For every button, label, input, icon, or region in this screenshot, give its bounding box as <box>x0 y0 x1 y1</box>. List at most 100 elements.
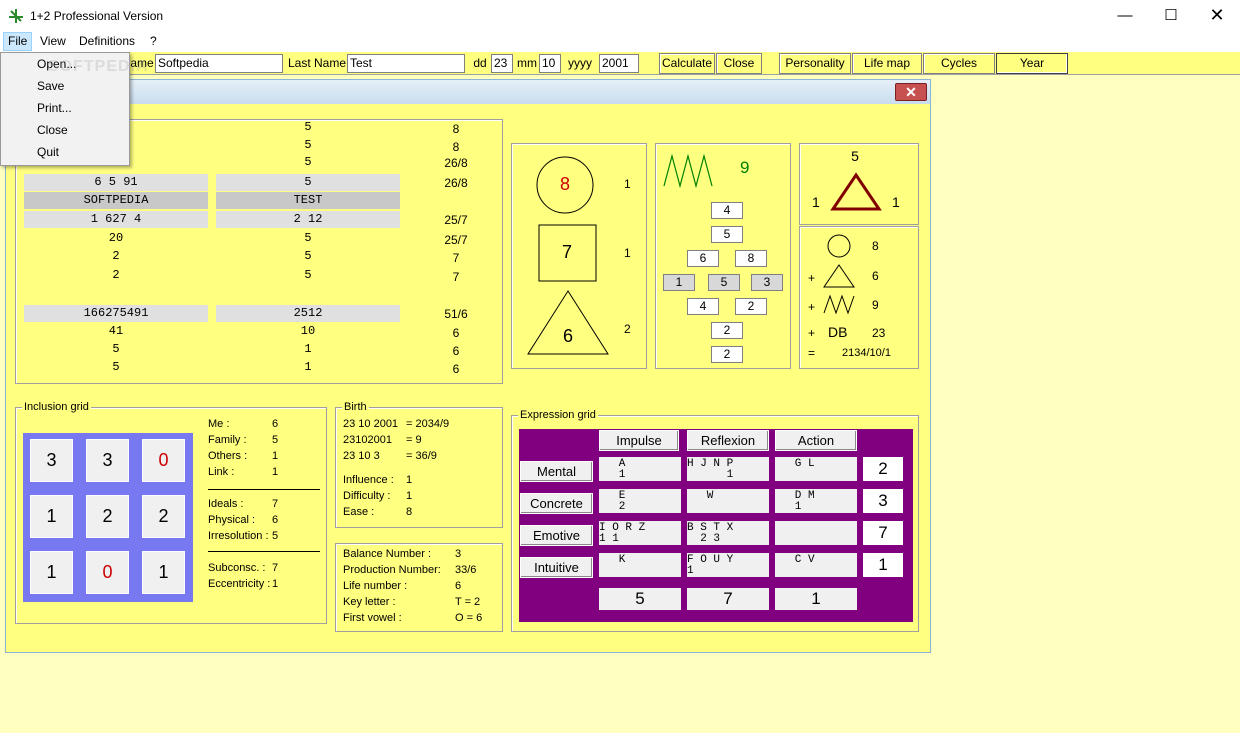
row-concrete: Concrete <box>520 493 593 514</box>
grid-cell-4: 2 <box>86 495 129 538</box>
stat-key: Ideals : <box>208 498 244 510</box>
expression-cell: W <box>687 489 769 513</box>
menu-item-close[interactable]: Close <box>37 123 68 137</box>
rows2-right-0: 10 <box>300 324 316 338</box>
birth-key: 23 10 3 <box>343 450 380 462</box>
rows1-right-2: 5 <box>304 268 312 282</box>
col2-v6: 7 <box>452 251 460 265</box>
stat-key: Subconsc. : <box>208 562 266 574</box>
menu-item-print[interactable]: Print... <box>37 101 72 115</box>
bar3-left: 166275491 <box>24 305 208 322</box>
col2-v4: 25/7 <box>444 213 468 227</box>
inclusion-grid: 3 3 0 1 2 2 1 0 1 <box>23 433 193 602</box>
sum-zigzag-icon <box>823 294 855 315</box>
zz-box-5: 5 <box>708 274 740 291</box>
menu-view[interactable]: View <box>40 34 66 48</box>
calculate-button[interactable]: Calculate <box>659 53 715 74</box>
sum-panel: 8 + 6 + 9 + DB 23 = 2134/10/1 <box>799 226 919 369</box>
maximize-button[interactable]: ☐ <box>1164 7 1178 24</box>
birth-value: = 9 <box>406 434 422 446</box>
rows2-right-2: 1 <box>304 360 312 374</box>
mm-input[interactable]: 10 <box>539 54 561 73</box>
number-value: T = 2 <box>455 596 481 608</box>
stat-key: Family : <box>208 434 247 446</box>
number-key: First vowel : <box>343 612 402 624</box>
triangle-shape-icon <box>527 290 609 355</box>
bar2-left: 1 627 4 <box>24 211 208 228</box>
expression-cell: F O U Y 1 <box>687 553 769 577</box>
zz-box-3: 8 <box>735 250 767 267</box>
zigzag-value: 9 <box>740 158 750 177</box>
expression-cell: H J N P 1 <box>687 457 769 481</box>
red-triangle-icon <box>830 172 882 211</box>
grid-cell-5: 2 <box>142 495 185 538</box>
dd-input[interactable]: 23 <box>491 54 513 73</box>
col2-v3: 26/8 <box>444 176 468 190</box>
row-total: 3 <box>863 489 903 513</box>
triangle-value: 6 <box>562 326 573 346</box>
rows1-left-0: 20 <box>108 231 124 245</box>
db-label: DB <box>828 324 848 340</box>
row-total: 1 <box>863 553 903 577</box>
number-key: Life number : <box>343 580 408 592</box>
last-name-input[interactable]: Test <box>347 54 465 73</box>
child-close-button[interactable]: ✕ <box>895 83 927 101</box>
menu-help[interactable]: ? <box>150 34 157 48</box>
equals: = <box>808 346 816 360</box>
close-button[interactable]: Close <box>716 53 762 74</box>
child-title-bar: ✕ <box>6 80 930 104</box>
last-name-label: Last Name <box>287 56 347 70</box>
tri-right: 1 <box>892 194 900 210</box>
col-total: 7 <box>687 588 769 610</box>
col1-v0: 5 <box>304 120 312 134</box>
row-mental: Mental <box>520 461 593 482</box>
zigzag-panel: 9 4 5 6 8 1 5 3 4 2 2 2 <box>655 143 791 369</box>
col1-v2: 5 <box>304 155 312 169</box>
menu-definitions[interactable]: Definitions <box>79 34 136 48</box>
col-total: 1 <box>775 588 857 610</box>
minimize-button[interactable]: — <box>1117 7 1133 24</box>
row-total: 7 <box>863 521 903 545</box>
yyyy-input[interactable]: 2001 <box>599 54 639 73</box>
birth-panel: Birth 23 10 2001 = 2034/9 23102001 = 9 2… <box>335 401 503 528</box>
expression-cell: E 2 <box>599 489 681 513</box>
number-key: Key letter : <box>343 596 396 608</box>
stat-key: Physical : <box>208 514 256 526</box>
col-total: 5 <box>599 588 681 610</box>
last-name-display: TEST <box>216 192 400 209</box>
birth-key: Ease : <box>343 506 375 518</box>
menu-item-save[interactable]: Save <box>37 79 65 93</box>
first-name-input[interactable]: Softpedia <box>155 54 283 73</box>
rows1-right-1: 5 <box>304 249 312 263</box>
rows2-left-1: 5 <box>112 342 120 356</box>
stat-key: Link : <box>208 466 235 478</box>
rows2-left-0: 41 <box>108 324 124 338</box>
menu-item-quit[interactable]: Quit <box>37 145 60 159</box>
life-map-button[interactable]: Life map <box>852 53 922 74</box>
toolbar: ame Softpedia Last Name Test dd 23 mm 10… <box>0 52 1240 75</box>
tri-top: 5 <box>851 148 859 164</box>
birth-title: Birth <box>342 401 369 413</box>
menu-file[interactable]: File <box>3 32 33 51</box>
bar1-right: 5 <box>216 174 400 191</box>
cycles-button[interactable]: Cycles <box>923 53 995 74</box>
stat-key: Eccentricity : <box>208 578 271 590</box>
rows2-left-2: 5 <box>112 360 120 374</box>
personality-button[interactable]: Personality <box>779 53 851 74</box>
expression-title: Expression grid <box>518 409 598 421</box>
bar2-right: 2 12 <box>216 211 400 228</box>
col2-v5: 25/7 <box>444 233 468 247</box>
birth-value: = 2034/9 <box>406 418 450 430</box>
grid-cell-3: 1 <box>30 495 73 538</box>
stat-value: 6 <box>272 418 279 430</box>
number-key: Balance Number : <box>343 548 432 560</box>
birth-value: 1 <box>406 474 413 486</box>
divider <box>208 489 320 490</box>
year-button[interactable]: Year <box>996 53 1068 74</box>
close-window-button[interactable]: ✕ <box>1209 5 1225 25</box>
rows1-left-2: 2 <box>112 268 120 282</box>
birth-value: 8 <box>406 506 413 518</box>
number-value: 3 <box>455 548 462 560</box>
menu-item-open[interactable]: Open... <box>37 57 77 71</box>
plus-2: + <box>808 300 816 314</box>
